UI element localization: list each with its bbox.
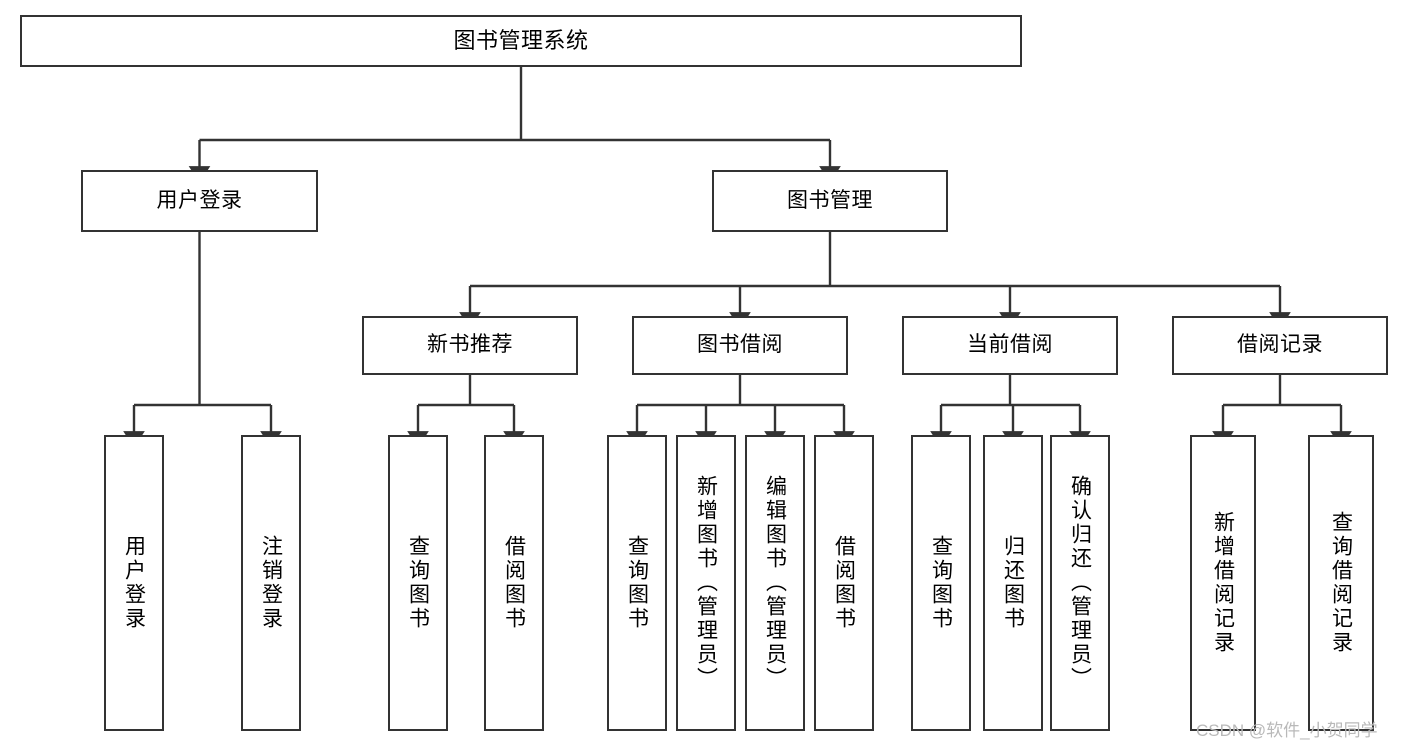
node-new_book_rec[interactable]: 新书推荐 (362, 316, 578, 375)
node-current_borrow[interactable]: 当前借阅 (902, 316, 1118, 375)
node-label: 查询借阅记录 (1329, 511, 1353, 655)
node-leaf_query_book_3[interactable]: 查询图书 (911, 435, 971, 731)
node-label: 编辑图书（管理员） (763, 475, 787, 691)
node-leaf_return_book[interactable]: 归还图书 (983, 435, 1043, 731)
node-label: 新增图书（管理员） (694, 475, 718, 691)
node-book_borrow[interactable]: 图书借阅 (632, 316, 848, 375)
node-label: 借阅图书 (832, 535, 856, 631)
node-label: 新增借阅记录 (1211, 511, 1235, 655)
node-user_login[interactable]: 用户登录 (81, 170, 318, 232)
node-leaf_edit_book[interactable]: 编辑图书（管理员） (745, 435, 805, 731)
node-label: 确认归还（管理员） (1068, 475, 1092, 691)
node-label: 查询图书 (406, 535, 430, 631)
node-leaf_query_record[interactable]: 查询借阅记录 (1308, 435, 1374, 731)
node-label: 用户登录 (122, 535, 146, 631)
node-label: 当前借阅 (967, 333, 1053, 357)
node-label: 图书借阅 (697, 333, 783, 357)
node-leaf_confirm_return[interactable]: 确认归还（管理员） (1050, 435, 1110, 731)
node-borrow_record[interactable]: 借阅记录 (1172, 316, 1388, 375)
node-label: 新书推荐 (427, 333, 513, 357)
node-leaf_query_book_1[interactable]: 查询图书 (388, 435, 448, 731)
node-leaf_borrow_book_2[interactable]: 借阅图书 (814, 435, 874, 731)
node-root[interactable]: 图书管理系统 (20, 15, 1022, 67)
node-label: 图书管理系统 (453, 28, 589, 54)
node-leaf_query_book_2[interactable]: 查询图书 (607, 435, 667, 731)
node-label: 借阅记录 (1237, 333, 1323, 357)
node-book_mgmt[interactable]: 图书管理 (712, 170, 948, 232)
node-leaf_add_book[interactable]: 新增图书（管理员） (676, 435, 736, 731)
node-leaf_add_record[interactable]: 新增借阅记录 (1190, 435, 1256, 731)
node-leaf_user_logout[interactable]: 注销登录 (241, 435, 301, 731)
node-label: 查询图书 (625, 535, 649, 631)
node-leaf_borrow_book_1[interactable]: 借阅图书 (484, 435, 544, 731)
node-label: 借阅图书 (502, 535, 526, 631)
node-label: 查询图书 (929, 535, 953, 631)
node-label: 注销登录 (259, 535, 283, 631)
node-leaf_user_login[interactable]: 用户登录 (104, 435, 164, 731)
node-label: 图书管理 (787, 188, 873, 212)
node-label: 归还图书 (1001, 535, 1025, 631)
csdn-watermark: CSDN @软件_小贺同学 (1196, 721, 1378, 740)
node-label: 用户登录 (156, 188, 243, 212)
